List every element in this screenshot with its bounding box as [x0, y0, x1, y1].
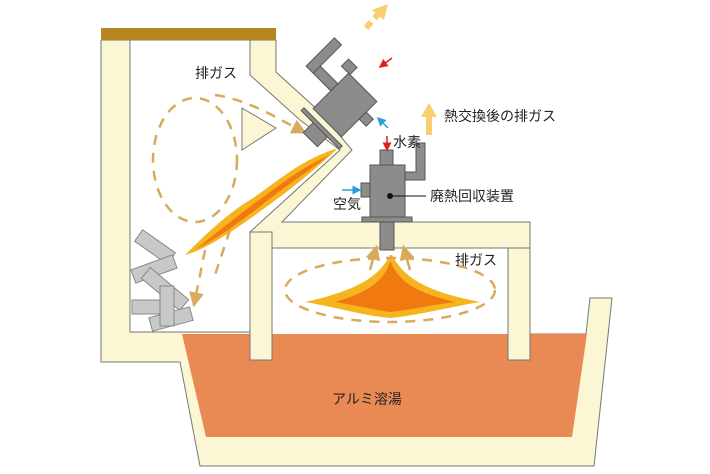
label-recovery-device: 廃熱回収装置 — [430, 189, 514, 205]
label-hydrogen: 水素 — [393, 135, 421, 151]
label-air: 空気 — [333, 197, 361, 213]
label-exhaust-after: 熱交換後の排ガス — [444, 109, 556, 125]
air-arrow-burner — [376, 116, 389, 129]
gas-flow-up-left — [365, 244, 381, 271]
burner-flame — [185, 148, 338, 255]
regenerative-burner — [300, 37, 378, 150]
gas-flow-loop-left — [151, 96, 239, 224]
exhaust-after-arrow — [426, 115, 432, 135]
lid — [101, 28, 276, 40]
right-wall — [507, 247, 531, 361]
molten-aluminum — [182, 334, 587, 437]
label-molten-aluminum: アルミ溶湯 — [332, 392, 402, 408]
label-exhaust-top: 排ガス — [195, 66, 237, 82]
aluminum-ingots — [130, 229, 194, 332]
hydrogen-arrow-burner — [378, 57, 393, 68]
melting-chamber — [129, 39, 341, 333]
exhaust-arrow-top-head — [372, 4, 388, 20]
chamber-flame — [305, 255, 480, 318]
deflector — [241, 107, 277, 151]
exhaust-after-arrow-head — [421, 103, 437, 117]
gas-flow-loop-lower — [283, 256, 497, 324]
gas-flow-up-right — [399, 244, 415, 271]
center-pillar — [249, 231, 273, 361]
waste-heat-recovery-device — [360, 142, 426, 251]
label-exhaust-right: 排ガス — [455, 253, 497, 269]
gas-flow-down — [195, 229, 232, 300]
